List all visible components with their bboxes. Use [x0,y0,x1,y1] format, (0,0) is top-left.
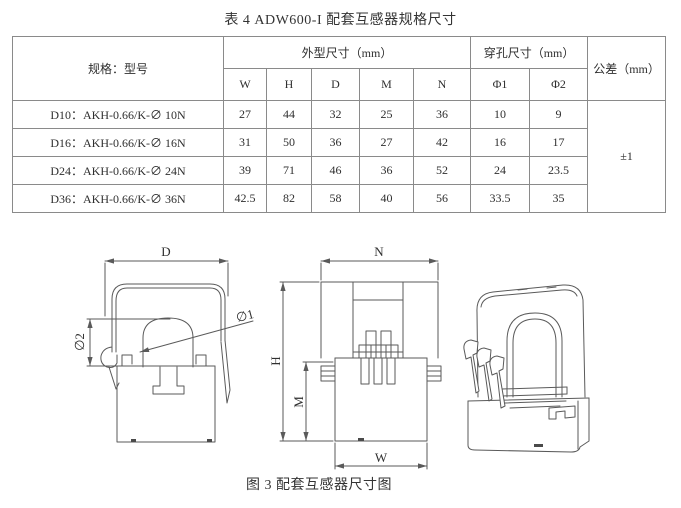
cell-n: 42 [412,128,472,157]
col-header-d: D [311,68,360,101]
col-header-phi1: Φ1 [470,68,531,101]
col-header-spec-model: 规格：型号 [12,36,224,101]
cell-w: 27 [223,100,267,129]
spec-table: 规格：型号 外型尺寸（mm） 穿孔尺寸（mm） 公差（mm） W H D M N… [12,36,667,213]
dim-label-phi1: ∅1 [234,306,255,325]
cell-n: 52 [412,156,472,185]
col-header-m: M [359,68,414,101]
table-header-row-2: W H D M N Φ1 Φ2 [13,68,666,101]
table-row: D16：AKH-0.66/K-∅ 16N 31 50 36 27 42 16 1… [12,128,666,157]
cell-w: 39 [223,156,267,185]
perspective-view-drawing [463,284,590,453]
cell-w: 31 [223,128,267,157]
table-row: D10：AKH-0.66/K-∅ 10N 27 44 32 25 36 10 9… [12,100,667,213]
dim-label-w: W [375,450,388,465]
page-title: 表 4 ADW600-I 配套互感器规格尺寸 [224,13,457,28]
cell-m: 40 [359,184,414,213]
cell-d: 46 [311,156,360,185]
dim-label-n: N [374,244,384,259]
dimension-figure: D ∅2 ∅1 [0,235,681,480]
cell-model: D36：AKH-0.66/K-∅ 36N [12,184,224,213]
col-header-w: W [223,68,267,101]
cell-model: D24：AKH-0.66/K-∅ 24N [12,156,224,185]
cell-phi2: 9 [529,100,589,129]
table-header-row-1: 规格：型号 外型尺寸（mm） 穿孔尺寸（mm） 公差（mm） [12,36,667,101]
cell-n: 36 [412,100,472,129]
col-header-phi2: Φ2 [529,68,589,101]
cell-phi1: 10 [470,100,531,129]
dim-label-phi2: ∅2 [72,333,87,351]
col-header-h: H [266,68,312,101]
cell-h: 50 [266,128,312,157]
col-header-outer-dims: 外型尺寸（mm） [222,36,472,69]
col-header-hole-dims: 穿孔尺寸（mm） [470,36,589,69]
cell-d: 36 [311,128,360,157]
cell-phi2: 23.5 [529,156,589,185]
col-header-n: N [412,68,472,101]
cell-m: 27 [359,128,414,157]
cell-n: 56 [412,184,472,213]
cell-m: 36 [359,156,414,185]
front-view-drawing: N H [268,244,442,470]
dim-label-d: D [161,244,170,259]
cell-model: D10：AKH-0.66/K-∅ 10N [12,100,224,129]
cell-w: 42.5 [223,184,267,213]
cell-h: 82 [266,184,312,213]
dim-label-h: H [268,356,283,365]
cell-phi1: 24 [470,156,531,185]
table-row: D36：AKH-0.66/K-∅ 36N 42.5 82 58 40 56 33… [12,184,666,213]
cell-phi2: 35 [529,184,589,213]
cell-phi1: 16 [470,128,531,157]
cell-d: 58 [311,184,360,213]
cell-model: D16：AKH-0.66/K-∅ 16N [12,128,224,157]
cell-h: 71 [266,156,312,185]
table-row: D24：AKH-0.66/K-∅ 24N 39 71 46 36 52 24 2… [12,156,666,185]
cell-tolerance: ±1 [587,100,667,213]
cell-phi1: 33.5 [470,184,531,213]
side-view-drawing: D ∅2 ∅1 [72,244,255,443]
cell-phi2: 17 [529,128,589,157]
cell-m: 25 [359,100,414,129]
dim-label-m: M [291,396,306,408]
cell-d: 32 [311,100,360,129]
cell-h: 44 [266,100,312,129]
figure-caption: 图 3 配套互感器尺寸图 [246,478,392,493]
col-header-tolerance: 公差（mm） [587,36,667,101]
